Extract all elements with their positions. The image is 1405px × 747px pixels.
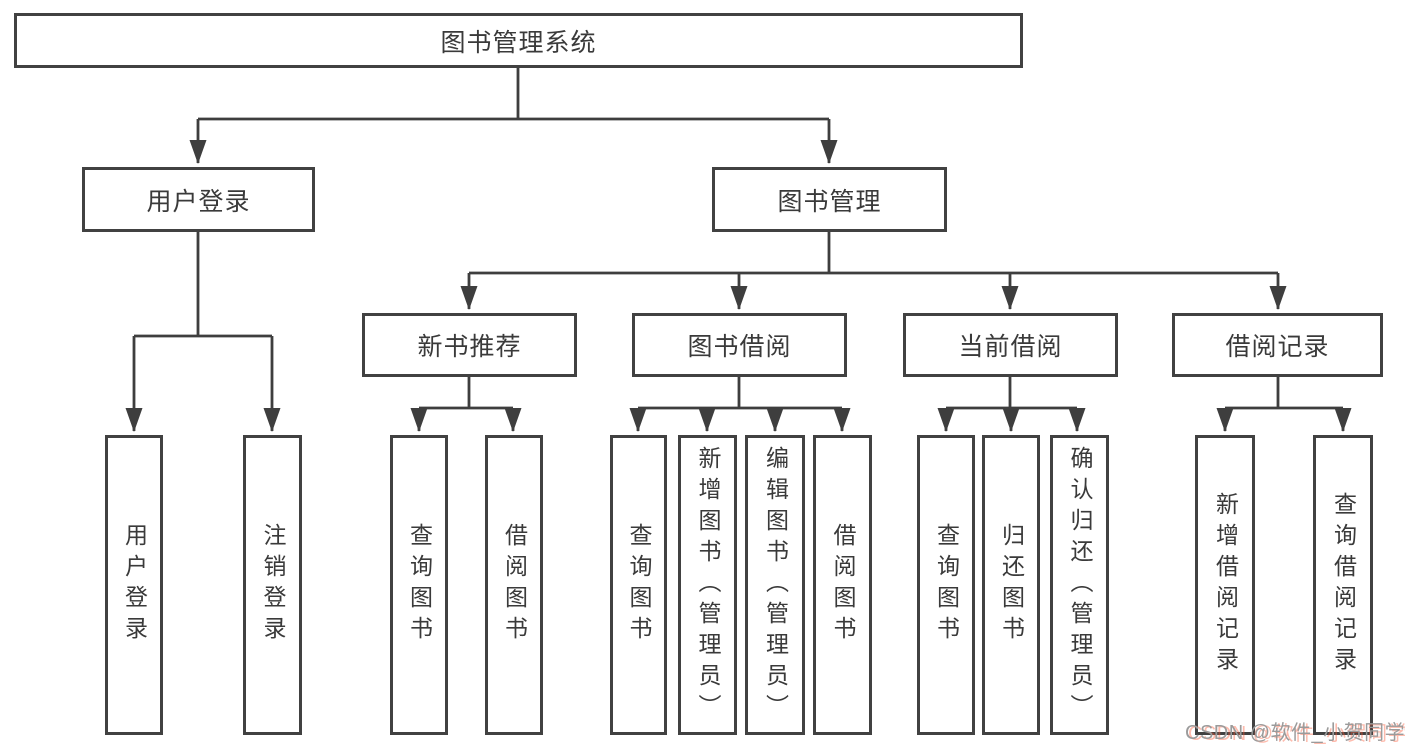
leaf-bb-borrow-books-label: 借阅图书 xyxy=(830,523,856,647)
leaf-user-login: 用户登录 xyxy=(105,435,163,735)
leaf-cb-confirm-return-admin-label: 确认归还（管理员） xyxy=(1067,445,1093,725)
leaf-cb-return-books: 归还图书 xyxy=(982,435,1040,735)
node-current-borrow-label: 当前借阅 xyxy=(958,333,1063,361)
node-root: 图书管理系统 xyxy=(14,13,1023,68)
leaf-br-add-record-label: 新增借阅记录 xyxy=(1212,492,1239,678)
leaf-bb-edit-books-admin: 编辑图书（管理员） xyxy=(745,435,805,735)
leaf-logout: 注销登录 xyxy=(243,435,302,735)
node-book-borrow-label: 图书借阅 xyxy=(687,333,792,361)
node-new-books: 新书推荐 xyxy=(362,313,577,377)
leaf-bb-edit-books-admin-label: 编辑图书（管理员） xyxy=(762,445,789,725)
node-current-borrow: 当前借阅 xyxy=(903,313,1118,377)
leaf-bb-add-books-admin: 新增图书（管理员） xyxy=(678,435,737,735)
node-borrow-records-label: 借阅记录 xyxy=(1225,333,1330,361)
node-borrow-records: 借阅记录 xyxy=(1172,313,1383,377)
node-new-books-label: 新书推荐 xyxy=(417,333,522,361)
node-user-login-label: 用户登录 xyxy=(146,187,251,216)
watermark-text: CSDN @软件_小贺同学 xyxy=(1185,722,1405,744)
leaf-bb-query-books: 查询图书 xyxy=(610,435,667,735)
leaf-br-query-record-label: 查询借阅记录 xyxy=(1330,492,1357,678)
leaf-bb-add-books-admin-label: 新增图书（管理员） xyxy=(695,445,721,725)
leaf-nb-borrow-books-label: 借阅图书 xyxy=(501,523,528,647)
node-user-login: 用户登录 xyxy=(82,167,315,232)
leaf-nb-borrow-books: 借阅图书 xyxy=(485,435,543,735)
node-book-management: 图书管理 xyxy=(712,167,947,232)
leaf-bb-borrow-books: 借阅图书 xyxy=(813,435,872,735)
leaf-cb-query-books: 查询图书 xyxy=(917,435,975,735)
leaf-nb-query-books: 查询图书 xyxy=(390,435,448,735)
leaf-cb-return-books-label: 归还图书 xyxy=(998,523,1025,647)
leaf-logout-label: 注销登录 xyxy=(260,523,286,647)
node-root-label: 图书管理系统 xyxy=(440,28,597,57)
node-book-borrow: 图书借阅 xyxy=(632,313,847,377)
leaf-cb-query-books-label: 查询图书 xyxy=(933,523,960,647)
leaf-nb-query-books-label: 查询图书 xyxy=(406,523,433,647)
leaf-user-login-label: 用户登录 xyxy=(121,523,148,647)
node-book-management-label: 图书管理 xyxy=(777,187,882,216)
leaf-cb-confirm-return-admin: 确认归还（管理员） xyxy=(1050,435,1109,735)
leaf-br-query-record: 查询借阅记录 xyxy=(1313,435,1373,735)
leaf-br-add-record: 新增借阅记录 xyxy=(1195,435,1255,735)
leaf-bb-query-books-label: 查询图书 xyxy=(626,523,652,647)
